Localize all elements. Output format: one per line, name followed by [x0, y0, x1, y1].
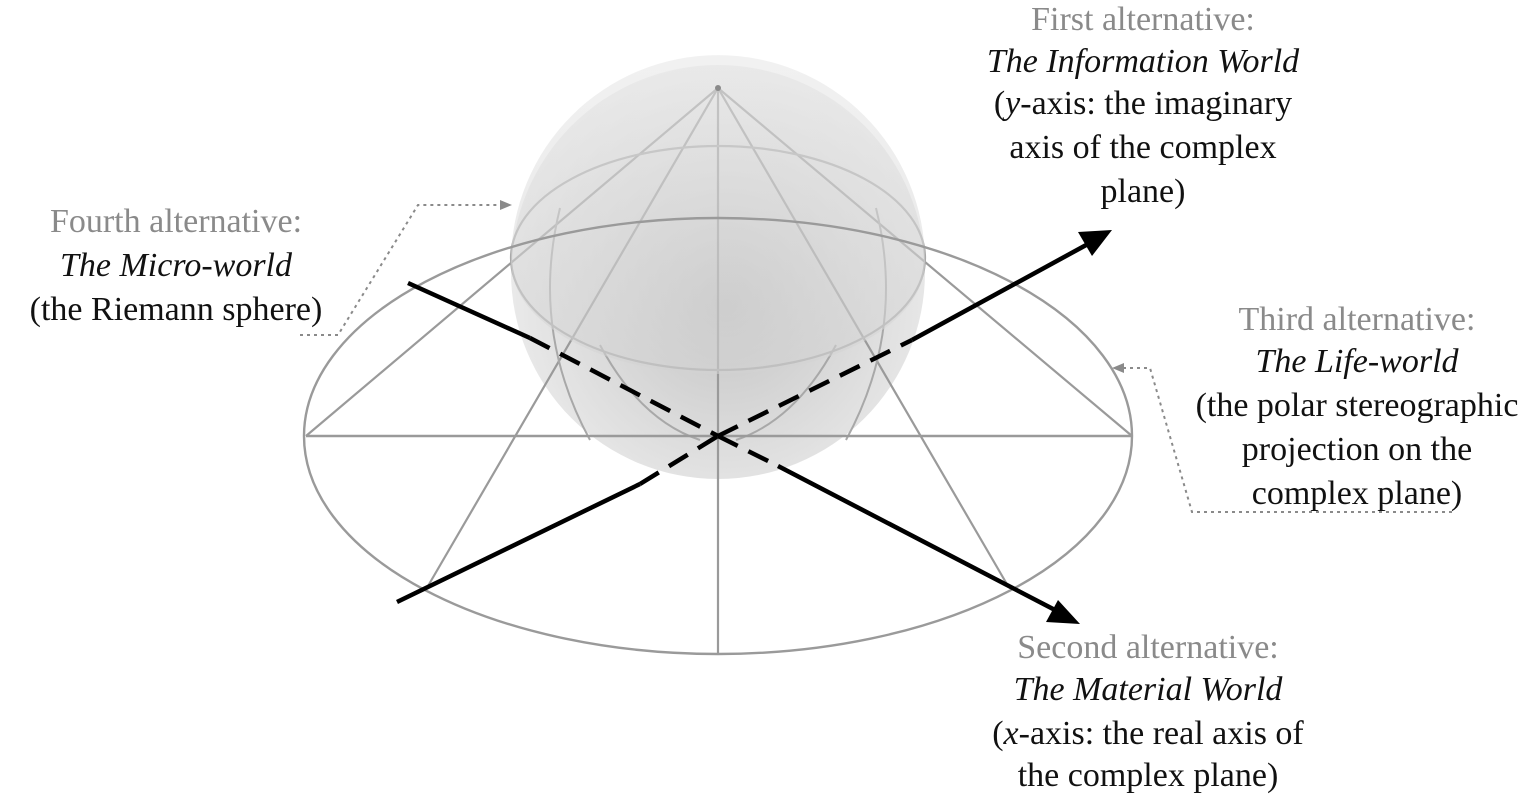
fourth-title: The Micro-world — [60, 247, 293, 284]
first-desc-line1: (y-axis: the imaginary — [994, 85, 1292, 122]
fourth-heading: Fourth alternative: — [50, 203, 302, 240]
riemann-sphere — [305, 55, 1133, 654]
fourth-desc: (the Riemann sphere) — [30, 291, 323, 328]
second-desc-line2: the complex plane) — [1018, 757, 1279, 794]
second-heading: Second alternative: — [1017, 629, 1279, 666]
label-third-alternative: Third alternative: The Life-world (the p… — [1196, 301, 1519, 512]
pointer-arrowheads — [500, 200, 1124, 373]
third-title: The Life-world — [1255, 343, 1459, 380]
third-desc-line1: (the polar stereographic — [1196, 387, 1519, 424]
first-desc-line3: plane) — [1101, 173, 1186, 210]
x-axis — [407, 280, 1057, 612]
pointer-lines — [300, 204, 1452, 513]
second-title: The Material World — [1014, 671, 1284, 708]
second-desc-line1: (x-axis: the real axis of — [992, 715, 1304, 752]
first-heading: First alternative: — [1031, 1, 1255, 38]
label-fourth-alternative: Fourth alternative: The Micro-world (the… — [30, 203, 323, 328]
y-axis — [396, 242, 1090, 605]
first-desc-line2: axis of the complex — [1009, 129, 1276, 166]
label-second-alternative: Second alternative: The Material World (… — [992, 629, 1304, 794]
third-desc-line3: complex plane) — [1252, 475, 1463, 512]
y-axis-arrowhead — [1078, 230, 1112, 256]
first-title: The Information World — [987, 43, 1300, 80]
x-axis-arrowhead — [1046, 600, 1080, 624]
third-heading: Third alternative: — [1239, 301, 1476, 338]
third-desc-line2: projection on the — [1242, 431, 1472, 468]
label-first-alternative: First alternative: The Information World… — [987, 1, 1300, 210]
